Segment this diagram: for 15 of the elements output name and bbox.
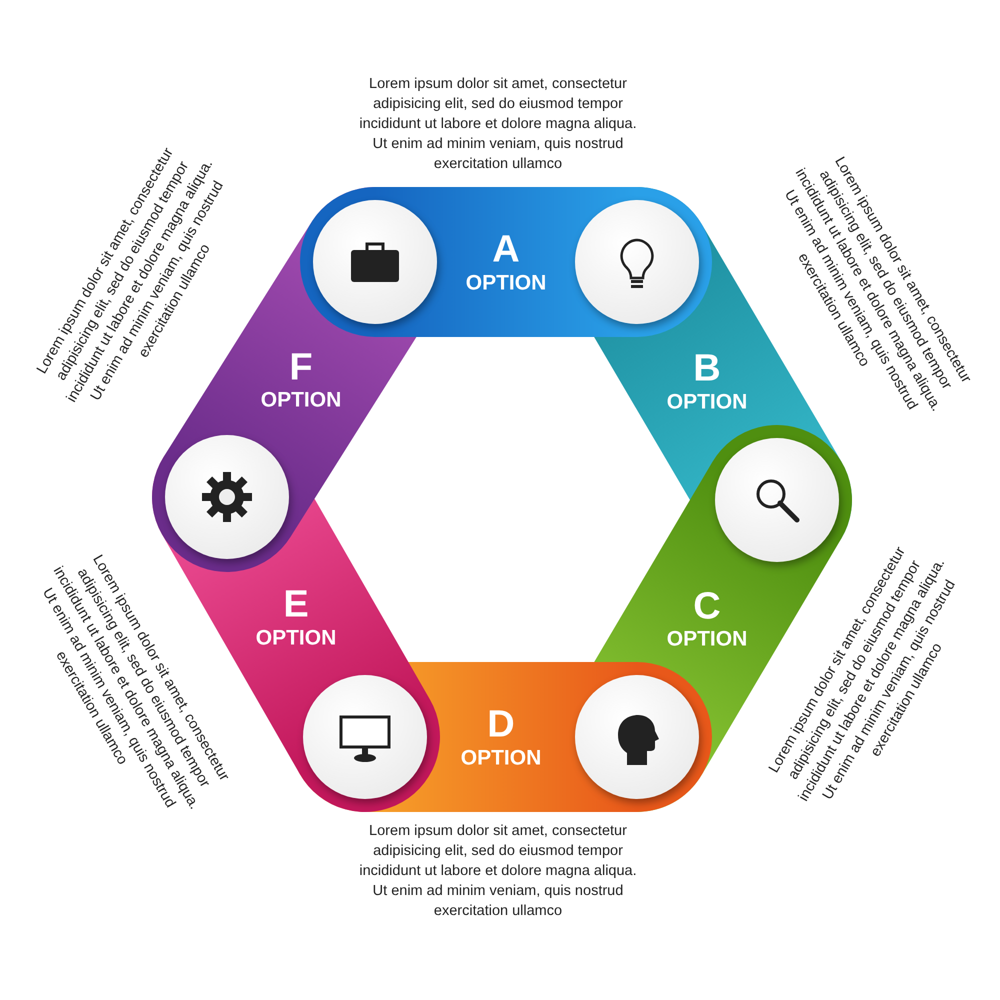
option-letter: C (692, 586, 722, 628)
option-letter: D (486, 704, 516, 746)
option-letter: E (282, 584, 310, 626)
description-text: Lorem ipsum dolor sit amet, consectetur adipisicing elit, sed do eiusmod tempor incididunt ut labore et dolore magna aliqua. Ut enim ad minim veniam, quis nostrud exercitation ullamco (358, 75, 638, 174)
option-band (300, 187, 712, 337)
option-letter: A (491, 230, 521, 272)
option-label: OPTION (666, 390, 748, 414)
option-letter: B (692, 348, 722, 390)
option-label: OPTION (460, 746, 542, 770)
option-label: OPTION (260, 388, 342, 412)
option-label: OPTION (256, 626, 336, 650)
option-label: OPTION (466, 271, 546, 294)
option-label: OPTION (666, 628, 748, 651)
description-text: Lorem ipsum dolor sit amet, consectetur adipisicing elit, sed do eiusmod tempor incididunt ut labore et dolore magna aliqua. Ut enim ad minim veniam, quis nostrud exercitation ullamco (358, 822, 638, 921)
option-letter: F (288, 347, 314, 389)
